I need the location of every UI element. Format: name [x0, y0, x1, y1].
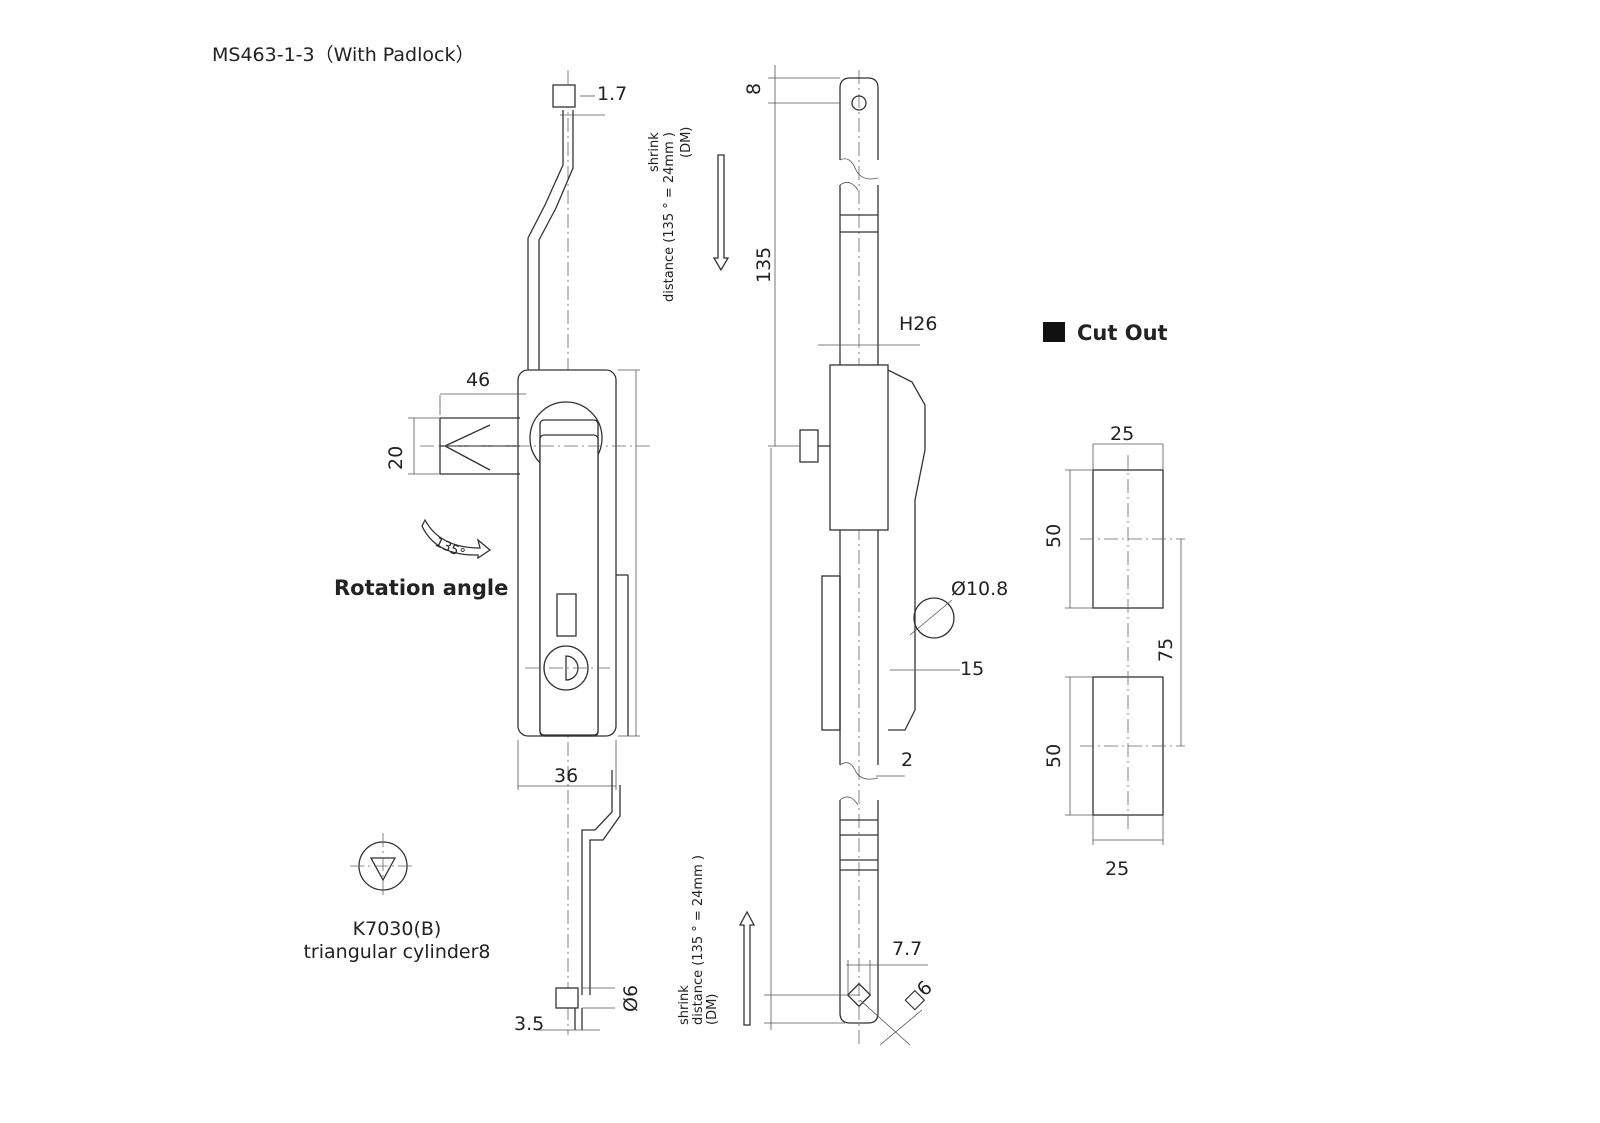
rotation-arrow-icon: [421, 518, 492, 560]
cut-out-top-height: 50: [1043, 524, 1065, 548]
shrink-bottom-line1: shrink: [677, 985, 692, 1025]
dim-handle-height: 20: [385, 446, 407, 470]
knob: [913, 597, 955, 639]
cut-out-top-width: 25: [1110, 423, 1134, 445]
dim-knob-dia: Ø10.8: [951, 578, 1008, 600]
shrink-top-line1: shrink: [647, 132, 662, 172]
cut-out-bottom-width: 25: [1105, 858, 1129, 880]
dim-bottom-offset: 3.5: [514, 1013, 544, 1035]
cut-out-square-icon: [1043, 322, 1065, 342]
dim-rod-width: 7.7: [892, 938, 922, 960]
dim-handle-length: 46: [466, 369, 490, 391]
shrink-bottom-line2: distance (135 ° = 24mm ): [691, 855, 706, 1025]
front-view: 1.7 46 20 36 Ø6 3.5 1: [303, 70, 650, 1035]
cylinder-code: K7030(B): [353, 918, 442, 940]
drawing-title: MS463-1-3（With Padlock）: [212, 44, 474, 66]
cut-out-bottom-height: 50: [1043, 744, 1065, 768]
dim-height: H26: [899, 313, 937, 335]
dim-top: 8: [743, 83, 765, 95]
cut-out-label: Cut Out: [1077, 321, 1168, 345]
dim-knob-offset: 15: [960, 658, 984, 680]
rotation-label: Rotation angle: [334, 576, 508, 600]
shrink-top-line2: distance (135 ° = 24mm ): [662, 132, 677, 302]
dim-length: 135: [753, 247, 775, 283]
cylinder-desc: triangular cylinder8: [303, 941, 490, 963]
bottom-bolt: [555, 987, 579, 1009]
dim-body-width: 36: [554, 765, 578, 787]
dim-top-bolt: 1.7: [597, 83, 627, 105]
arrow-down-icon: [712, 154, 730, 272]
rotation-degrees: 135°: [432, 535, 467, 562]
dim-bottom-bolt-dia: Ø6: [620, 985, 642, 1012]
shrink-bottom-line3: (DM): [705, 994, 720, 1025]
cut-out-spacing: 75: [1155, 638, 1177, 662]
dim-gap: 2: [901, 749, 913, 771]
dim-square: □6: [900, 977, 937, 1014]
side-view: Ø10.8 15 2 H26 8 135 shrink distance (13…: [647, 65, 1008, 1046]
shrink-top-line3: (DM): [679, 127, 694, 158]
arrow-up-icon: [738, 910, 756, 1026]
top-bolt: [552, 84, 576, 108]
cut-out-view: Cut Out 25 50 75 50 25: [1043, 321, 1185, 880]
